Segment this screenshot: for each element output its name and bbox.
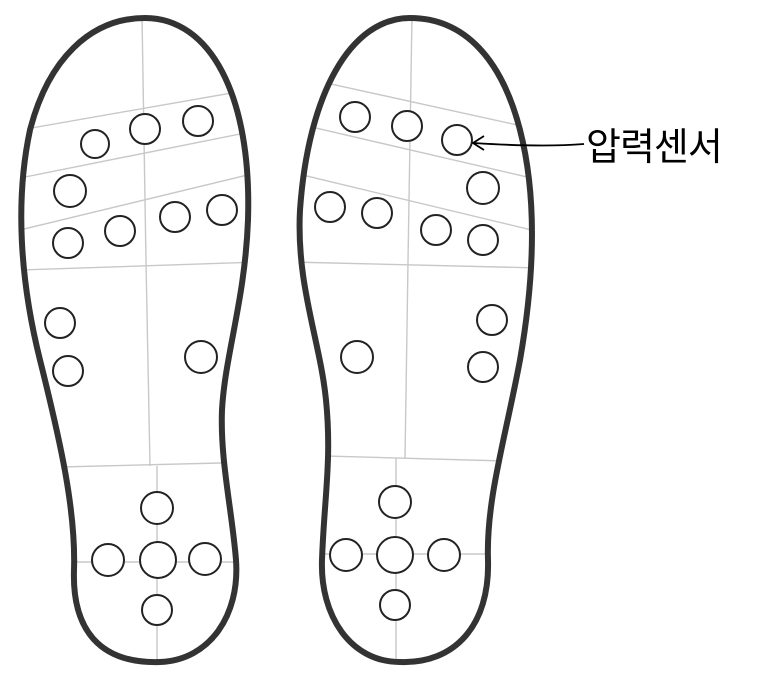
pressure-sensor <box>476 304 508 336</box>
pressure-sensor <box>182 105 214 137</box>
left-sensors <box>44 105 238 626</box>
pressure-sensor-label: 압력센서 <box>586 125 723 169</box>
right-insole <box>296 15 535 666</box>
pressure-sensor <box>206 194 238 226</box>
pressure-sensor <box>104 215 136 247</box>
pressure-sensor <box>52 355 84 387</box>
left-grid-line <box>21 129 249 179</box>
pressure-sensor <box>141 594 173 626</box>
left-insole-outline <box>18 15 252 666</box>
pressure-sensor <box>91 543 125 577</box>
pressure-sensor <box>329 538 363 572</box>
right-grid-line <box>299 121 533 181</box>
pressure-sensor <box>159 201 191 233</box>
pressure-sensor <box>140 491 174 525</box>
pressure-sensor <box>361 197 393 229</box>
pressure-sensor <box>184 340 218 374</box>
pressure-sensor <box>53 174 87 208</box>
pressure-sensor <box>129 113 161 145</box>
left-insole-grid <box>21 18 249 663</box>
pressure-sensor <box>466 171 500 205</box>
pressure-sensor <box>80 129 110 159</box>
pressure-sensor <box>188 542 222 576</box>
left-insole <box>18 15 252 666</box>
left-grid-line <box>145 261 151 467</box>
pressure-sensor <box>139 541 177 579</box>
right-sensors <box>314 101 508 621</box>
right-insole-outline <box>296 15 535 666</box>
left-grid-line <box>21 171 249 231</box>
right-grid-line <box>404 261 409 459</box>
pressure-sensor <box>467 224 499 256</box>
pressure-sensor <box>339 101 371 133</box>
pressure-sensor <box>378 485 412 519</box>
sensor-leader-arrow <box>471 135 585 151</box>
right-grid-line <box>299 171 533 233</box>
right-grid-line <box>299 261 533 269</box>
pressure-sensor <box>467 351 499 383</box>
leader-line <box>473 142 585 147</box>
pressure-sensor <box>314 191 346 223</box>
arrowhead-icon <box>471 135 485 151</box>
pressure-sensor <box>391 110 423 142</box>
left-grid-line <box>21 261 249 271</box>
pressure-sensor <box>427 538 461 572</box>
pressure-sensor <box>376 536 414 574</box>
pressure-sensor <box>441 124 473 156</box>
pressure-sensor <box>340 340 374 374</box>
pressure-sensor <box>52 227 84 259</box>
pressure-sensor <box>379 589 411 621</box>
left-grid-line <box>21 87 249 131</box>
pressure-sensor <box>44 307 76 339</box>
pressure-sensor <box>420 214 452 246</box>
